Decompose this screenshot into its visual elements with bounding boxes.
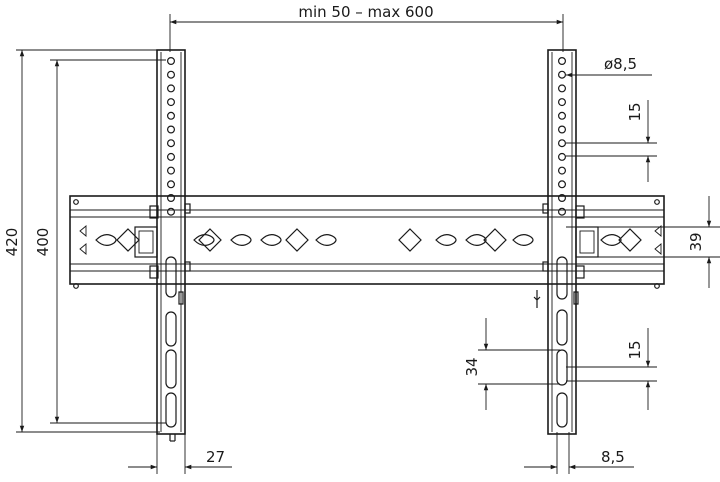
rail-slot-cutout: [465, 234, 487, 246]
rail-slot-cutout: [260, 234, 282, 246]
left-hook-bracket: [134, 226, 158, 258]
right-hook-bracket: [575, 226, 599, 258]
rail-diamond-cutout: [398, 228, 422, 252]
rail-slot-cutout: [315, 234, 337, 246]
rail-diamond-cutout: [483, 228, 507, 252]
dim-width-range-label: min 50 – max 600: [298, 3, 433, 21]
right-strip-hole: [557, 84, 566, 93]
dim-strip-width: 8,5: [524, 432, 634, 474]
right-strip-hole: [557, 207, 566, 216]
left-strip-slot: [165, 311, 177, 347]
right-strip-slot: [556, 309, 568, 346]
left-mounting-strip: [134, 49, 191, 442]
dim-height-400: 400: [34, 59, 166, 424]
dim-strip-width-label: 8,5: [601, 448, 625, 466]
dim-height-420-label: 420: [3, 228, 21, 257]
rail-screw-hole: [73, 283, 79, 289]
dim-slot-length-label: 34: [463, 357, 481, 376]
right-clip: [575, 265, 585, 279]
dim-strip-offset-label: 27: [206, 448, 225, 466]
right-strip-hole: [557, 111, 566, 120]
dim-hole-diameter-label: ø8,5: [604, 55, 637, 73]
right-mounting-strip: [533, 49, 599, 435]
rail-diamond-cutout: [198, 228, 222, 252]
left-strip-slot: [165, 256, 177, 298]
dim-height-400-label: 400: [34, 228, 52, 257]
left-strip-hole: [167, 56, 176, 65]
wall-rail: [69, 195, 665, 289]
rail-notch: [79, 243, 87, 255]
left-strip-hole: [167, 166, 176, 175]
right-strip-hole: [557, 56, 566, 65]
right-strip-hole: [557, 166, 566, 175]
rail-notch: [79, 225, 87, 237]
rail-diamond-cutout: [285, 228, 309, 252]
left-strip-hole: [167, 98, 176, 107]
rail-screw-hole: [73, 199, 79, 205]
rail-slot-cutout: [193, 234, 215, 246]
dim-upper-pitch: 15: [566, 100, 657, 182]
right-strip-slot: [556, 392, 568, 428]
dim-rail-height-label: 39: [687, 232, 705, 251]
dim-slot-length: 34: [463, 318, 560, 410]
rail-screw-hole: [654, 283, 660, 289]
dim-lower-pitch: 15: [566, 328, 657, 410]
dim-hole-diameter: ø8,5: [566, 55, 652, 78]
dim-rail-height: 39: [566, 196, 720, 288]
left-strip-hole: [167, 111, 176, 120]
right-strip-hole: [557, 194, 566, 203]
left-clip: [149, 265, 159, 279]
right-strip-hole: [557, 139, 566, 148]
dim-height-420: 420: [3, 49, 160, 433]
left-strip-slot: [165, 349, 177, 389]
left-clip: [149, 205, 159, 219]
left-strip-hole: [167, 152, 176, 161]
right-strip-hole: [557, 152, 566, 161]
left-strip-hole: [167, 194, 176, 203]
right-strip-hole: [557, 125, 566, 134]
right-strip-hole: [557, 70, 566, 79]
left-strip-hole: [167, 70, 176, 79]
dim-upper-pitch-label: 15: [626, 102, 644, 121]
rail-slot-cutout: [600, 234, 622, 246]
left-strip-hole: [167, 84, 176, 93]
dim-lower-pitch-label: 15: [626, 340, 644, 359]
right-strip-hole: [557, 98, 566, 107]
rail-cutout-pattern: [79, 225, 662, 255]
left-strip-holes: [167, 56, 176, 216]
right-strip-slot: [556, 256, 568, 300]
left-strip-slot: [165, 392, 177, 428]
left-strip-hole: [167, 125, 176, 134]
left-strip-hole: [167, 139, 176, 148]
rail-notch: [654, 243, 662, 255]
rail-diamond-cutout: [116, 228, 140, 252]
left-strip-hole: [167, 207, 176, 216]
rail-slot-cutout: [435, 234, 457, 246]
right-strip-holes: [557, 56, 566, 216]
rail-slot-cutout: [230, 234, 252, 246]
dim-strip-offset: 27: [128, 432, 232, 474]
right-clip: [575, 205, 585, 219]
tilt-pin-icon: [533, 290, 541, 308]
rail-screw-hole: [654, 199, 660, 205]
left-strip-hole: [167, 180, 176, 189]
rail-notch: [654, 225, 662, 237]
right-strip-hole: [557, 180, 566, 189]
rail-diamond-cutout: [618, 228, 642, 252]
right-strip-slot: [556, 349, 568, 386]
rail-slot-cutout: [512, 234, 534, 246]
rail-slot-cutout: [95, 234, 117, 246]
dim-width-range: min 50 – max 600: [169, 3, 564, 52]
